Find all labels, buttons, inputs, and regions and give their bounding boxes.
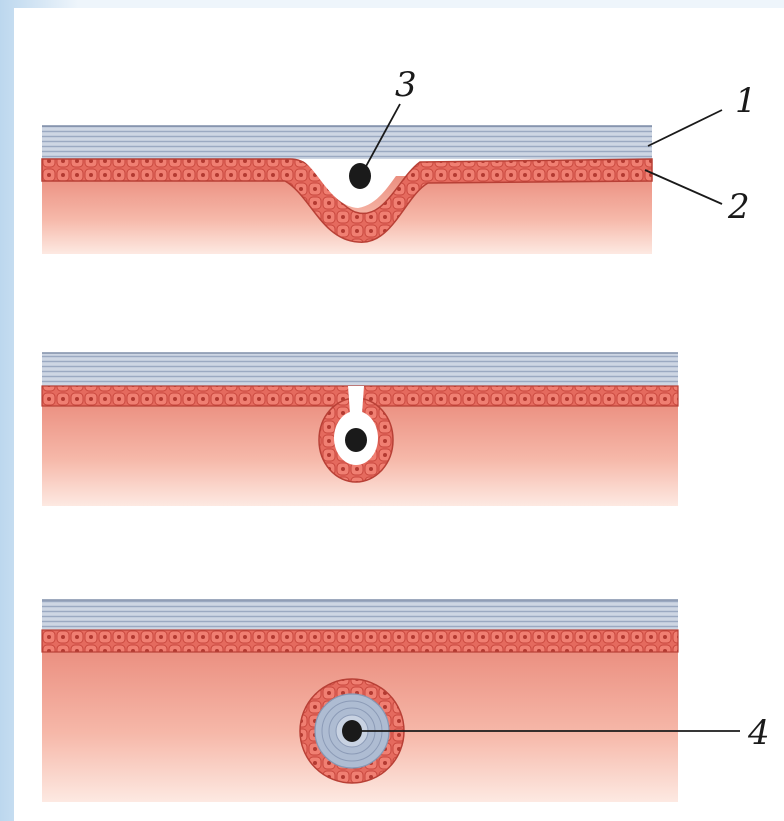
stratum-corneum-3 xyxy=(42,600,678,630)
stratum-corneum-2 xyxy=(42,353,678,386)
basal-layer-3 xyxy=(42,630,678,652)
label-2: 2 xyxy=(727,187,750,227)
stratum-corneum-1 xyxy=(42,126,652,159)
stage-3-epidermal-cyst xyxy=(42,600,678,802)
label-4: 4 xyxy=(747,713,770,753)
stage-1-invagination xyxy=(42,126,652,254)
foreign-body-2 xyxy=(345,428,367,452)
label-3: 3 xyxy=(395,65,417,105)
foreign-body-3 xyxy=(349,163,371,189)
label-1: 1 xyxy=(735,81,757,121)
stage-2-pinching-off xyxy=(42,353,678,506)
